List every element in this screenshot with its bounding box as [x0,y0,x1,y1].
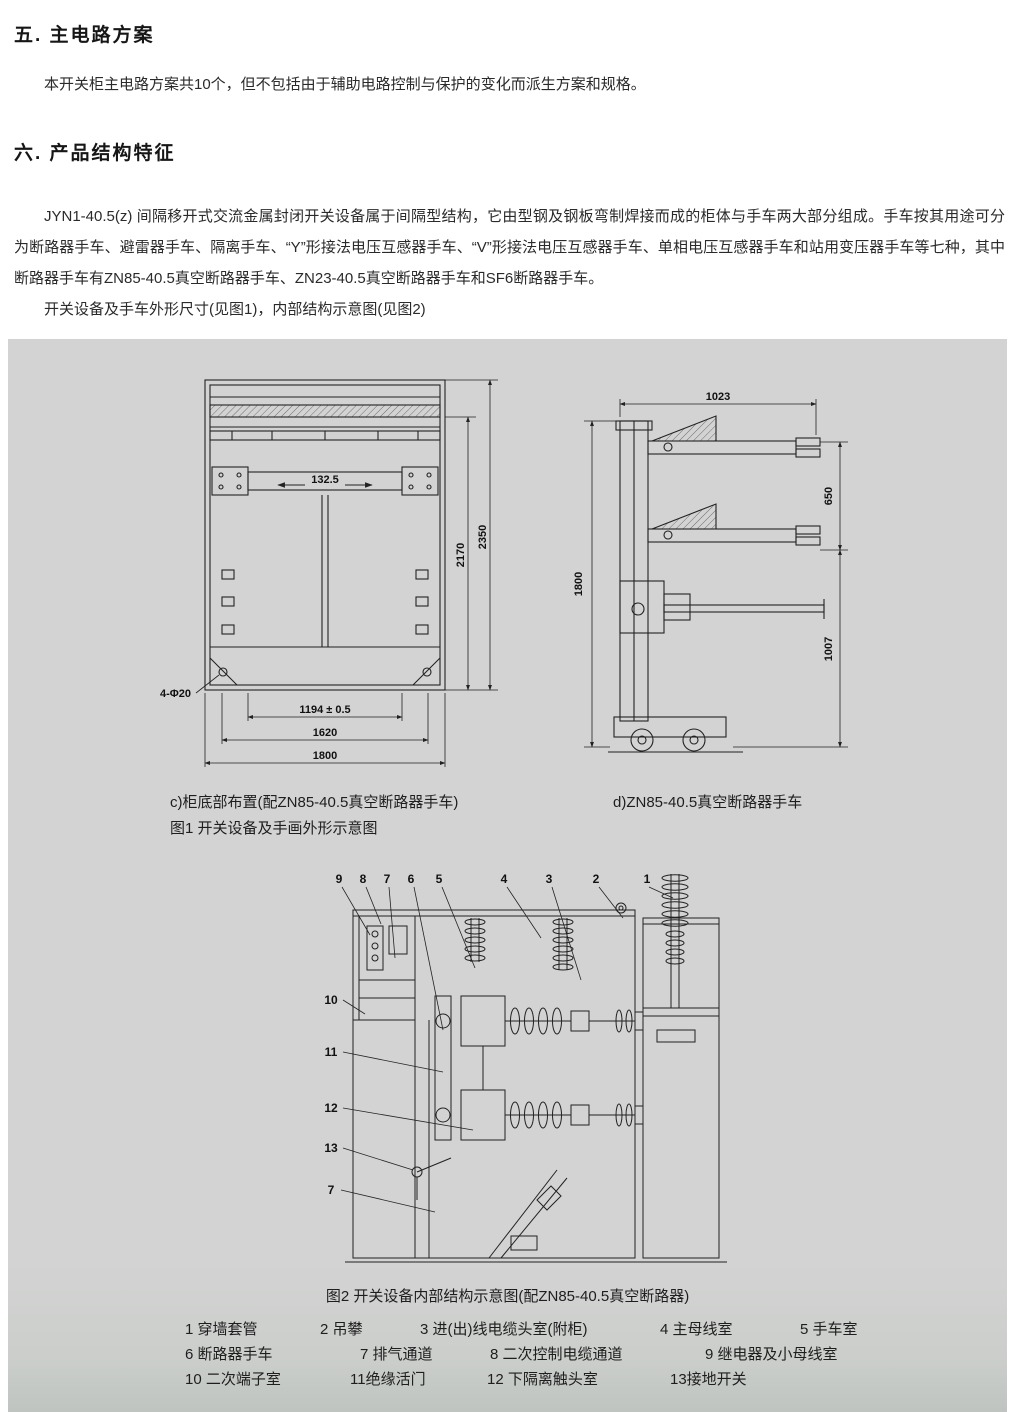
dim-1194: 1194 ± 0.5 [299,704,350,716]
cabinet-dimension-labels: 132.5 2170 2350 4-Φ20 1194 ± 0.5 1620 18… [160,474,489,762]
callout-7: 7 [384,872,391,886]
dim-650: 650 [823,487,835,505]
legend-item-5: 5 手车室 [800,1321,858,1338]
callout-3: 3 [546,872,553,886]
legend-item-6: 6 断路器手车 [185,1346,273,1363]
section5-heading: 五. 主电路方案 [14,25,155,46]
legend-item-2: 2 吊攀 [320,1321,363,1338]
cabinet-outline [204,379,446,691]
dim-1800: 1800 [313,750,337,762]
figures-panel: 132.5 2170 2350 4-Φ20 1194 ± 0.5 1620 18… [8,339,1007,1412]
legend-item-8: 8 二次控制电缆通道 [490,1346,623,1363]
legend-item-10: 10 二次端子室 [185,1371,281,1388]
handcart-dimension-labels: 1023 1800 650 1007 [573,391,835,661]
internal-structure-drawing: 9 8 7 6 5 4 3 2 1 10 11 12 13 7 [324,872,727,1263]
figure1-title: 图1 开关设备及手画外形示意图 [170,820,378,837]
callout-11: 11 [325,1045,338,1059]
figure2-leader-lines [340,886,674,1213]
callout-8: 8 [360,872,367,886]
figure1c-caption: c)柜底部布置(配ZN85-40.5真空断路器手车) [170,794,459,811]
legend-row-2: 6 断路器手车 7 排气通道 8 二次控制电缆通道 9 继电器及小母线室 [185,1342,858,1367]
callout-7b: 7 [328,1183,335,1197]
callout-4: 4 [501,872,508,886]
callout-12: 12 [324,1101,338,1115]
section6-para2: 开关设备及手车外形尺寸(见图1)，内部结构示意图(见图2) [44,301,426,318]
legend-item-3: 3 进(出)线电缆头室(附柜) [420,1321,588,1338]
cabinet-dimension-lines [195,379,498,767]
legend-item-9: 9 继电器及小母线室 [705,1346,838,1363]
figure2-callout-numbers: 9 8 7 6 5 4 3 2 1 10 11 12 13 7 [324,872,650,1197]
legend-item-13: 13接地开关 [670,1371,747,1388]
dim-2350: 2350 [477,525,489,549]
text-area: 五. 主电路方案 本开关柜主电路方案共10个，但不包括由于辅助电路控制与保护的变… [0,0,1015,325]
legend-item-1: 1 穿墙套管 [185,1321,258,1338]
callout-13: 13 [324,1141,338,1155]
handcart-body [608,415,825,753]
callout-1: 1 [644,872,651,886]
section6-para1: JYN1-40.5(z) 间隔移开式交流金属封闭开关设备属于间隔型结构，它由型钢… [14,208,1005,287]
dim-2170: 2170 [455,543,467,567]
callout-9: 9 [336,872,343,886]
legend-row-1: 1 穿墙套管 2 吊攀 3 进(出)线电缆头室(附柜) 4 主母线室 5 手车室 [185,1317,858,1342]
figure2-caption: 图2 开关设备内部结构示意图(配ZN85-40.5真空断路器) [325,1288,690,1305]
callout-10: 10 [324,993,338,1007]
legend-item-7: 7 排气通道 [360,1346,433,1363]
cabinet-bottom-drawing: 132.5 2170 2350 4-Φ20 1194 ± 0.5 1620 18… [160,379,498,767]
dim-4phi20: 4-Φ20 [160,688,191,700]
legend-item-4: 4 主母线室 [660,1321,733,1338]
callout-5: 5 [436,872,443,886]
callout-2: 2 [593,872,600,886]
handcart-dimension-lines [584,399,848,748]
legend-row-3: 10 二次端子室 11绝缘活门 12 下隔离触头室 13接地开关 [185,1367,858,1392]
section6-heading: 六. 产品结构特征 [14,143,176,164]
legend-item-11: 11绝缘活门 [350,1371,426,1388]
figure2-legend: 1 穿墙套管 2 吊攀 3 进(出)线电缆头室(附柜) 4 主母线室 5 手车室… [185,1317,858,1392]
legend-item-12: 12 下隔离触头室 [487,1371,598,1388]
handcart-side-drawing: 1023 1800 650 1007 [573,391,848,753]
figure1d-caption: d)ZN85-40.5真空断路器手车 [613,794,803,811]
dim-1620: 1620 [313,727,337,739]
dim-132-5: 132.5 [311,474,339,486]
dim-1023: 1023 [706,391,730,403]
figure2-cabinet [345,874,727,1263]
dim-1800-handcart: 1800 [573,572,585,596]
callout-6: 6 [408,872,415,886]
dim-1007: 1007 [823,637,835,661]
section5-body: 本开关柜主电路方案共10个，但不包括由于辅助电路控制与保护的变化而派生方案和规格… [44,76,646,93]
